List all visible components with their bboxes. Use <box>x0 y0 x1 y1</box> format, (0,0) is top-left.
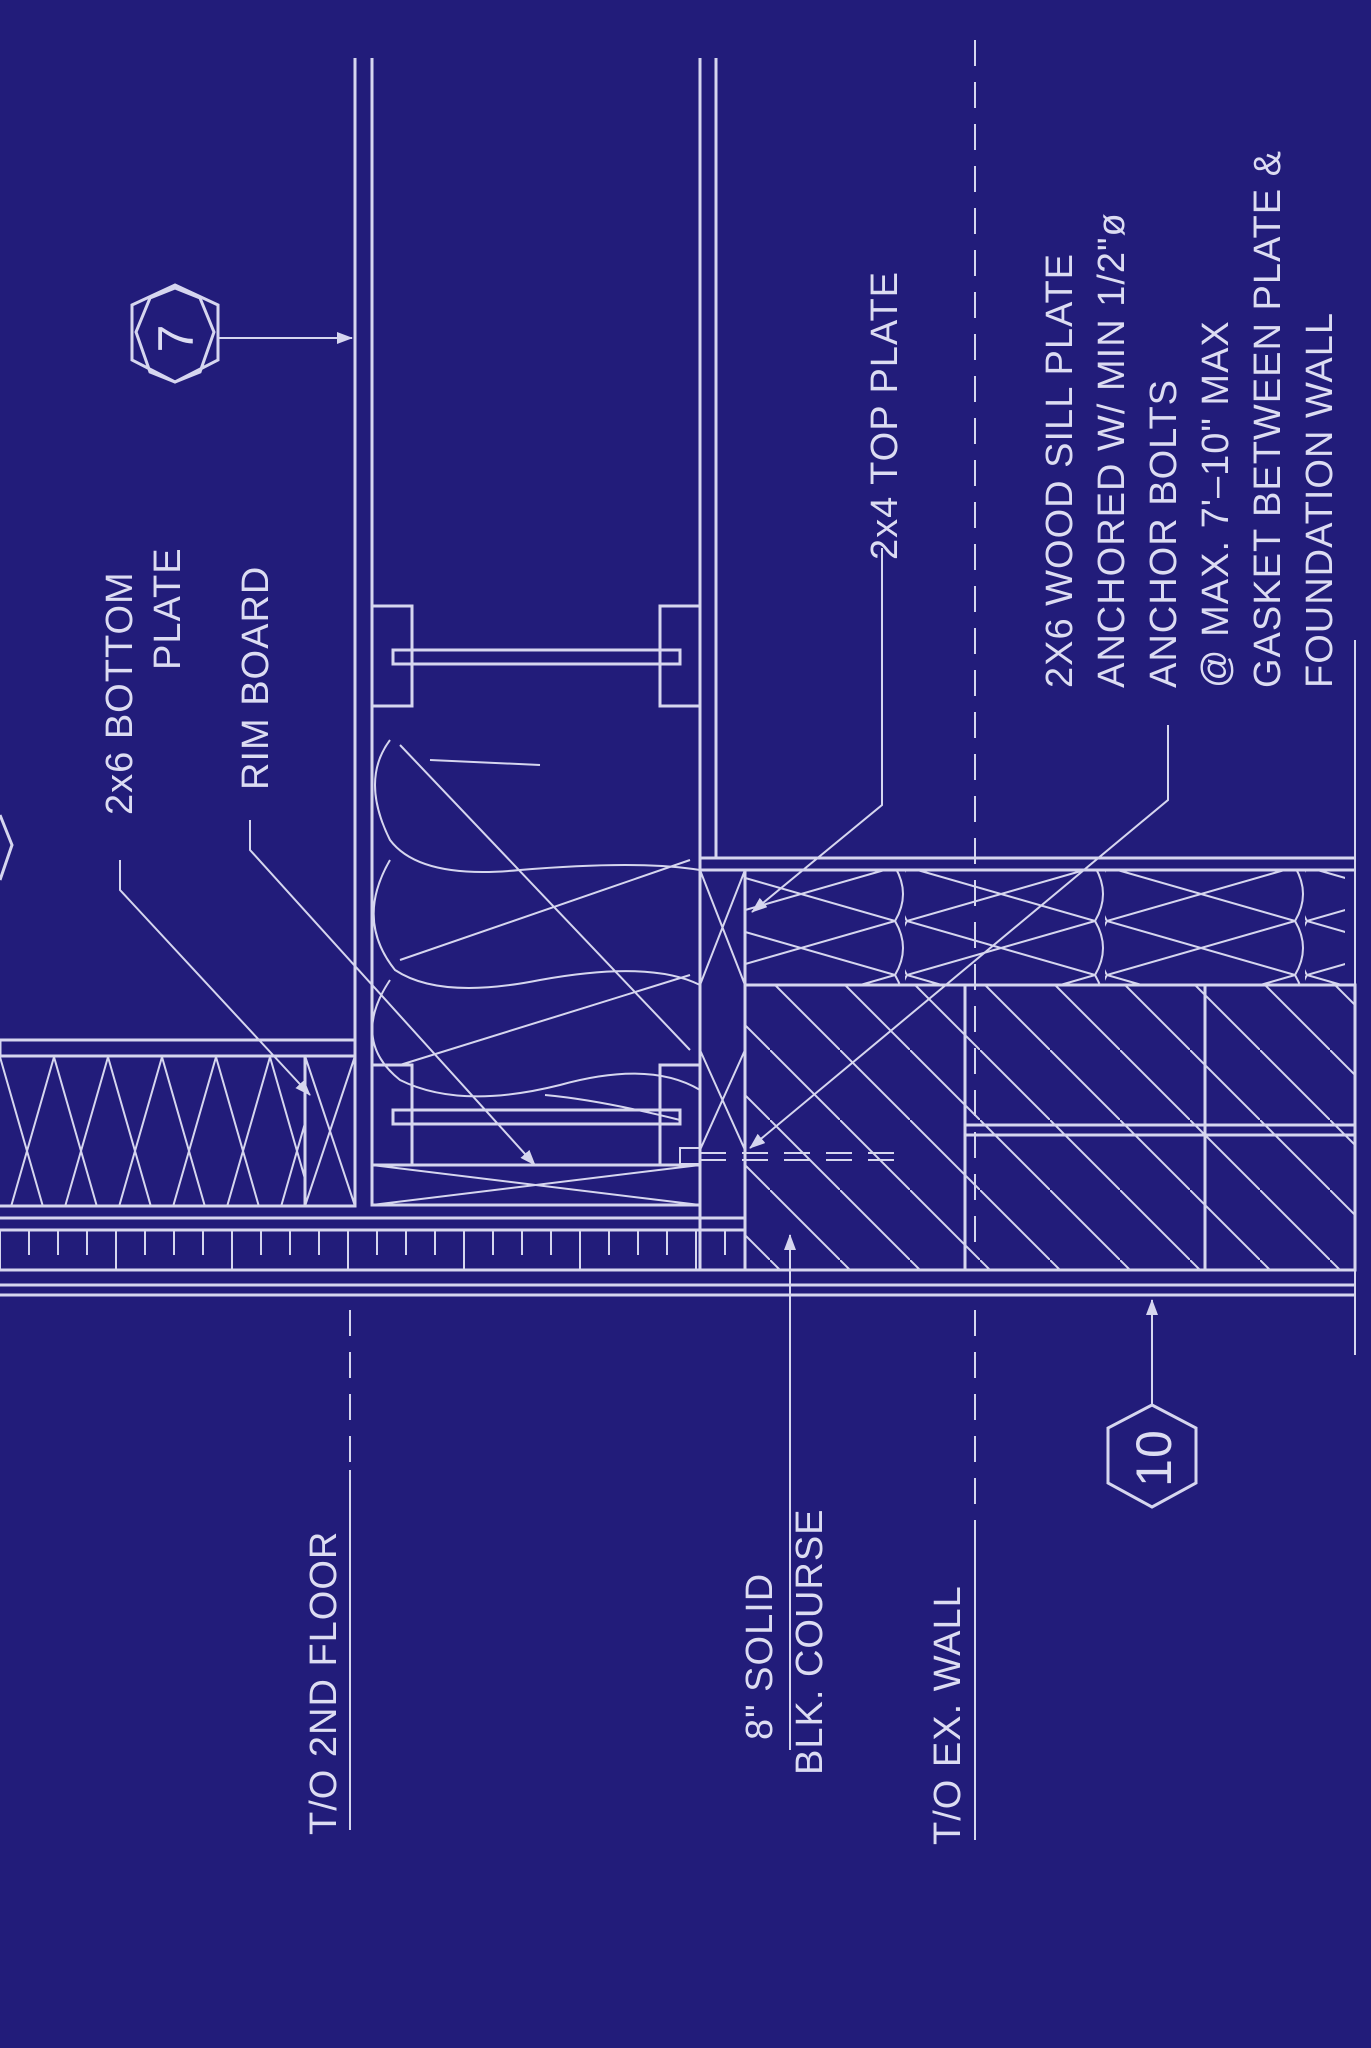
upper-wall <box>353 58 718 1205</box>
floor-level-label: T/O 2ND FLOOR <box>303 1531 345 1835</box>
bottom-plate-label-line2: PLATE <box>147 547 189 670</box>
sill-note-line4: @ MAX. 7'–10" MAX <box>1195 320 1237 688</box>
sill-note-line2: ANCHORED W/ MIN 1/2"ø <box>1091 212 1133 688</box>
subfloor <box>0 1216 1355 1297</box>
block-course-label-line2: BLK. COURSE <box>789 1508 831 1775</box>
floor-insulation <box>0 1038 357 1208</box>
tag-7: 7 <box>130 283 220 384</box>
sill-note-line5: GASKET BETWEEN PLATE & <box>1247 150 1289 688</box>
tag-7-label: 7 <box>148 324 204 353</box>
block-course-label-line1: 8" SOLID <box>739 1573 781 1740</box>
top-plate-label: 2x4 TOP PLATE <box>864 271 906 560</box>
tag-partial <box>0 814 14 881</box>
tag-10: 10 <box>1106 1403 1198 1509</box>
bottom-plate-label-line1: 2x6 BOTTOM <box>99 571 141 815</box>
wall-level-label: T/O EX. WALL <box>927 1585 969 1845</box>
level-lines <box>349 40 1356 1810</box>
rim-board-label: RIM BOARD <box>235 566 277 790</box>
labels: 2x6 BOTTOM PLATE RIM BOARD 2x4 TOP PLATE… <box>99 150 1341 1845</box>
tag-10-label: 10 <box>1126 1429 1182 1487</box>
sill-note-line3: ANCHOR BOLTS <box>1143 379 1185 688</box>
leaders <box>119 332 1169 1750</box>
rim-board <box>370 1163 702 1207</box>
rim-cavity-insulation <box>370 739 702 1167</box>
sill-note-line6: FOUNDATION WALL <box>1299 312 1341 688</box>
sill-note-line1: 2X6 WOOD SILL PLATE <box>1039 253 1081 688</box>
foundation-wall <box>679 856 1357 1272</box>
